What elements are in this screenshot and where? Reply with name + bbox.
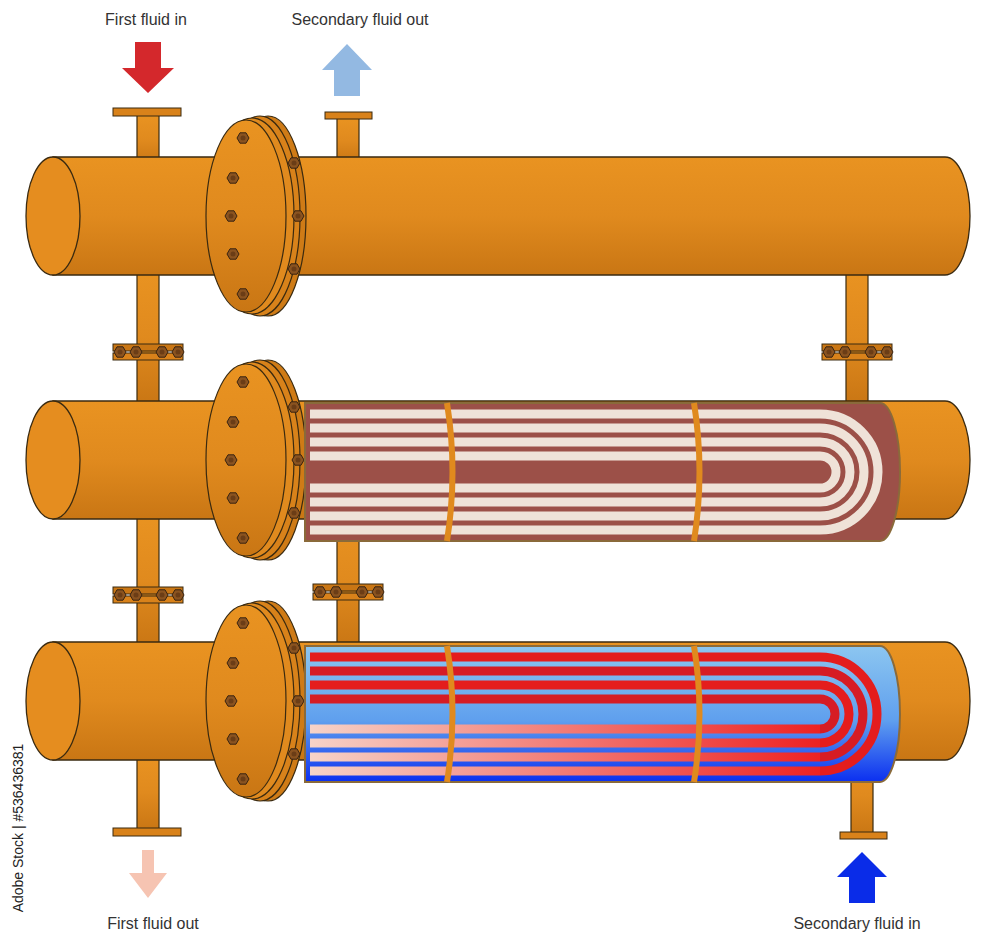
watermark: Adobe Stock | #536436381 [8, 744, 28, 913]
flow-label: Secondary fluid in [793, 914, 920, 934]
hot-inlet-arrow [122, 42, 174, 93]
bottom-cutaway [305, 646, 900, 782]
flow-label: First fluid in [105, 10, 187, 30]
middle-shell [26, 360, 970, 560]
middle-cutaway [305, 403, 900, 541]
flow-label: Secondary fluid out [292, 10, 429, 30]
cold-inlet-arrow [837, 852, 887, 903]
top-shell [26, 116, 970, 316]
bottom-shell [26, 601, 970, 801]
cool-outlet-arrow [322, 44, 372, 96]
flow-label: First fluid out [107, 914, 199, 934]
warm-outlet-arrow [129, 850, 167, 898]
